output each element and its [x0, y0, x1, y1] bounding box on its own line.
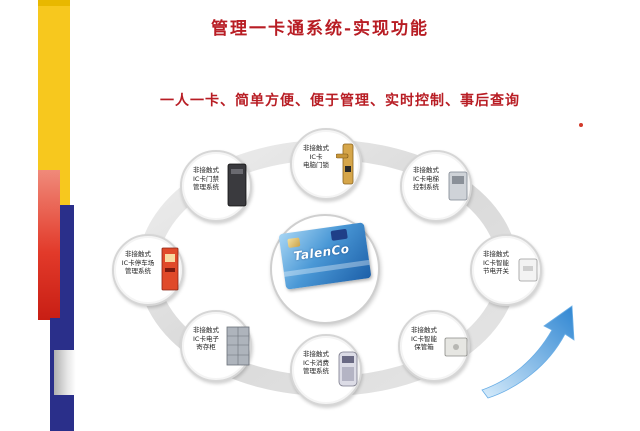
- card-brand: TalenCo: [292, 241, 351, 264]
- card-logo-icon: [330, 228, 348, 241]
- access-controller-icon: [227, 163, 247, 207]
- safe-box-icon: [444, 337, 468, 357]
- door-lock-icon: [336, 143, 354, 185]
- parking-terminal-icon: [161, 247, 179, 291]
- decor-dot: [579, 123, 583, 127]
- decor-bar-yellow-top: [38, 0, 70, 6]
- decor-bar-red: [38, 170, 60, 320]
- growth-arrow-icon: [481, 305, 575, 399]
- ic-card-image: TalenCo: [278, 222, 372, 290]
- elevator-reader-icon: [448, 171, 468, 201]
- power-switch-icon: [518, 258, 538, 282]
- page-title: 管理一卡通系统-实现功能: [210, 19, 430, 39]
- page-subtitle: 一人一卡、简单方便、便于管理、实时控制、事后查询: [160, 93, 520, 109]
- card-chip-icon: [287, 237, 301, 248]
- decor-bar-gap: [70, 0, 76, 250]
- locker-cabinet-icon: [226, 326, 250, 366]
- decor-bar-gray: [54, 350, 76, 395]
- pos-terminal-icon: [338, 351, 358, 387]
